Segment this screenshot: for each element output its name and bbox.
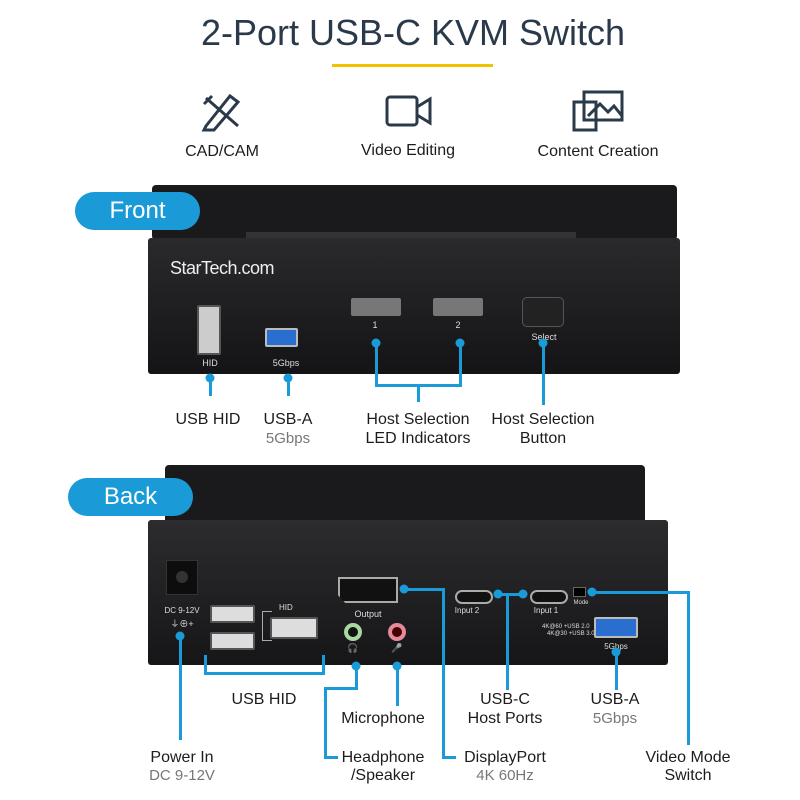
callout-line (287, 378, 290, 396)
callout-line (396, 666, 399, 706)
callout-power: Power In (150, 749, 214, 766)
hid-bracket (262, 611, 272, 641)
dc-symbol: ⏚⊕+ (170, 619, 194, 629)
front-tag: Front (75, 192, 200, 230)
callout-line (542, 343, 545, 405)
callout-displayport: DisplayPort (464, 749, 546, 766)
feature-label: Video Editing (361, 142, 455, 159)
callout-microphone: Microphone (341, 710, 425, 727)
port-label: 5Gbps (272, 358, 300, 368)
usbc-input-2 (455, 590, 493, 604)
back-tag: Back (68, 478, 193, 516)
callout-line (498, 593, 523, 596)
port-label: HID (202, 358, 218, 368)
power-jack (166, 560, 198, 595)
callout-button: Host Selection (491, 411, 595, 428)
usb-hid-port (197, 305, 221, 355)
microphone-jack (388, 623, 406, 641)
callout-line (687, 591, 690, 745)
mode-option: 4K@60 +USB 2.0 (542, 624, 590, 630)
callout-line (592, 591, 689, 594)
displayport (338, 577, 398, 603)
callout-power-sub: DC 9-12V (149, 767, 215, 784)
usb-hid-port (210, 605, 255, 623)
led-label: 1 (372, 320, 378, 330)
page-title: 2-Port USB-C KVM Switch (200, 12, 626, 53)
callout-usb-hid: USB HID (175, 411, 241, 428)
callout-line (442, 588, 445, 759)
callout-line (375, 343, 378, 386)
callout-video-mode: Switch (664, 767, 712, 784)
callout-usba: USB-A (590, 691, 640, 708)
input-label: Input 2 (454, 606, 480, 615)
brand-logo: StarTech.com (170, 258, 275, 278)
callout-line (355, 666, 358, 689)
front-device-top (152, 185, 677, 240)
led-label: 2 (455, 320, 461, 330)
usba-port (265, 328, 298, 347)
video-camera-icon (385, 94, 433, 133)
callout-usba-sub: 5Gbps (265, 430, 311, 447)
port-label: 5Gbps (604, 642, 628, 651)
headphone-icon: 🎧 (347, 643, 359, 653)
led-indicator-1 (351, 298, 401, 316)
callout-headphone: Headphone (341, 749, 425, 766)
usb-hid-port (270, 617, 318, 639)
callout-leds: Host Selection (366, 411, 470, 428)
mode-option: 4K@30 +USB 3.0 (547, 631, 595, 637)
front-device-body (148, 238, 680, 374)
callout-line (442, 756, 456, 759)
feature-label: Content Creation (537, 143, 659, 160)
front-lid-edge (246, 232, 576, 242)
pencil-ruler-icon (200, 90, 244, 137)
led-indicator-2 (433, 298, 483, 316)
input-label: Input 1 (533, 606, 559, 615)
callout-usba-sub: 5Gbps (592, 710, 638, 727)
callout-leds: LED Indicators (365, 430, 471, 447)
output-label: Output (354, 609, 382, 619)
usb-hid-port (210, 632, 255, 650)
feature-label: CAD/CAM (185, 143, 259, 160)
video-mode-switch[interactable] (573, 587, 586, 597)
callout-headphone: /Speaker (350, 767, 416, 784)
callout-line (179, 636, 182, 740)
callout-line (506, 593, 509, 690)
callout-line (204, 672, 325, 675)
dc-label: DC 9-12V (164, 606, 200, 615)
callout-usba: USB-A (263, 411, 313, 428)
callout-line (459, 343, 462, 386)
callout-line (322, 655, 325, 674)
callout-line (324, 687, 358, 690)
callout-button: Button (519, 430, 567, 447)
images-icon (572, 90, 626, 137)
callout-line (417, 384, 420, 402)
title-underline (332, 64, 493, 67)
usba-port (594, 617, 638, 638)
callout-line (324, 687, 327, 759)
callout-line (324, 756, 338, 759)
callout-line (204, 655, 207, 674)
callout-usbc: USB-C (480, 691, 530, 708)
callout-dot (518, 589, 528, 599)
callout-line (209, 378, 212, 396)
callout-displayport-sub: 4K 60Hz (476, 767, 534, 784)
callout-line (615, 652, 618, 690)
select-label: Select (531, 332, 557, 342)
select-button[interactable] (522, 297, 564, 327)
callout-usb-hid: USB HID (231, 691, 297, 708)
hid-label: HID (279, 603, 293, 612)
callout-video-mode: Video Mode (645, 749, 731, 766)
callout-line (404, 588, 445, 591)
mode-label: Mode (573, 600, 589, 606)
microphone-icon: 🎤 (391, 643, 403, 653)
usbc-input-1 (530, 590, 568, 604)
back-device-top (165, 465, 645, 525)
headphone-jack (344, 623, 362, 641)
callout-usbc: Host Ports (467, 710, 543, 727)
